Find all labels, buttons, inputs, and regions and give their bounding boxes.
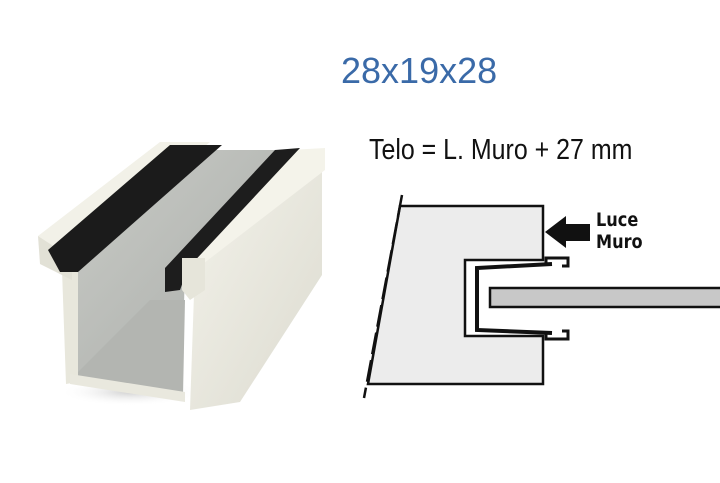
profile-bottom-hook bbox=[544, 329, 570, 341]
profile-right-face bbox=[190, 165, 322, 410]
profile-photo bbox=[38, 142, 325, 410]
profile-right-flange bbox=[180, 148, 325, 270]
profile-top-hook bbox=[544, 256, 570, 268]
dimensions-title: 28x19x28 bbox=[341, 50, 498, 91]
right-brush-seal bbox=[165, 148, 300, 292]
luce-label: Luce bbox=[596, 209, 639, 231]
panel-telo bbox=[488, 286, 720, 309]
left-brush-seal bbox=[48, 145, 222, 272]
wall-section bbox=[366, 204, 545, 386]
muro-label: Muro bbox=[596, 231, 643, 253]
arrow-left-icon bbox=[545, 216, 590, 248]
formula-text: Telo = L. Muro + 27 mm bbox=[369, 134, 633, 166]
break-line bbox=[362, 194, 404, 399]
u-profile-section bbox=[475, 262, 553, 335]
